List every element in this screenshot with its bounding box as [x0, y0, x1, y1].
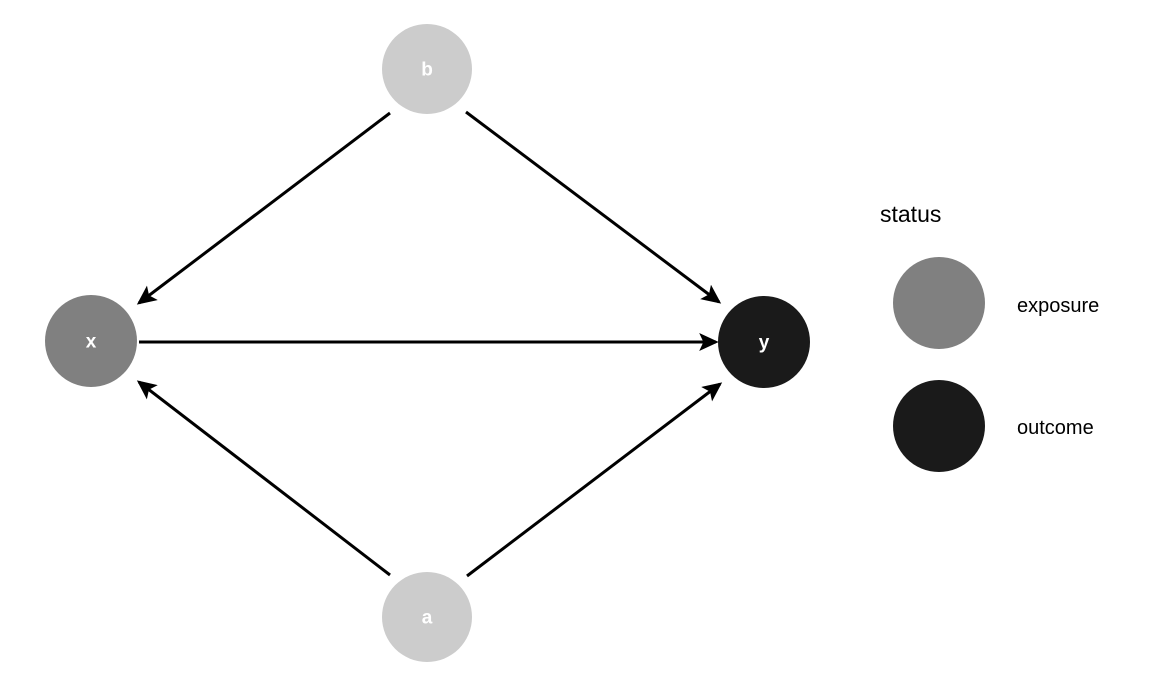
legend-label-outcome: outcome: [1017, 417, 1094, 439]
legend-item-outcome[interactable]: outcome: [893, 380, 1094, 472]
edge-a-to-x[interactable]: [136, 380, 391, 577]
edge-b-to-x[interactable]: [136, 111, 391, 305]
legend-label-exposure: exposure: [1017, 295, 1099, 317]
node-x-label: x: [86, 332, 97, 353]
node-b[interactable]: b: [382, 24, 472, 114]
legend-swatch-outcome[interactable]: [893, 380, 985, 472]
legend: status exposure outcome: [880, 201, 1099, 472]
legend-title: status: [880, 201, 941, 227]
node-b-circle[interactable]: [382, 24, 472, 114]
legend-item-exposure[interactable]: exposure: [893, 257, 1099, 349]
edge-b-to-y[interactable]: [465, 110, 722, 304]
node-y[interactable]: y: [718, 296, 810, 388]
node-y-label: y: [759, 333, 770, 354]
node-a[interactable]: a: [382, 572, 472, 662]
nodes-group: b x y a: [45, 24, 810, 662]
node-y-circle[interactable]: [718, 296, 810, 388]
node-x-circle[interactable]: [45, 295, 137, 387]
node-a-circle[interactable]: [382, 572, 472, 662]
node-x[interactable]: x: [45, 295, 137, 387]
edges-group: [136, 110, 723, 578]
edge-a-to-y[interactable]: [466, 382, 723, 578]
node-a-label: a: [422, 608, 433, 629]
node-b-label: b: [421, 60, 433, 81]
legend-swatch-exposure[interactable]: [893, 257, 985, 349]
